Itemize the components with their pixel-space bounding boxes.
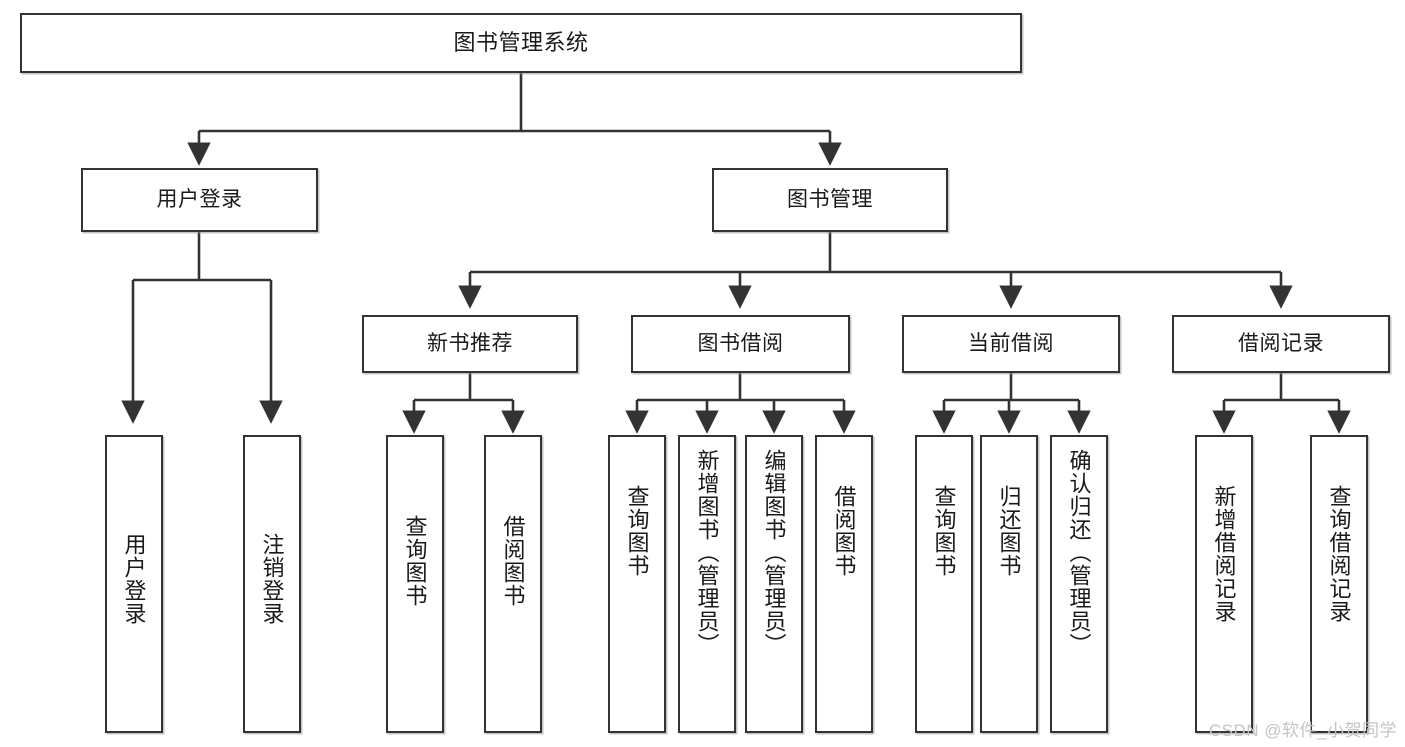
- node-label: 当前借阅: [968, 332, 1054, 356]
- node-label: 借阅记录: [1238, 332, 1324, 356]
- node-label: 用户登录: [156, 188, 243, 212]
- node-label: 注销登录: [259, 533, 285, 625]
- csdn-watermark: CSDN @软件_小贺同学: [1208, 721, 1397, 740]
- node-new-book-recommend[interactable]: 新书推荐: [362, 315, 578, 373]
- node-label: 借阅图书: [500, 515, 526, 607]
- node-label: 图书管理: [787, 188, 873, 212]
- node-label: 确认归还（管理员）: [1066, 449, 1092, 656]
- leaf-query-borrow-record[interactable]: 查询借阅记录: [1310, 435, 1368, 733]
- leaf-confirm-return-admin[interactable]: 确认归还（管理员）: [1050, 435, 1108, 733]
- node-label: 查询图书: [402, 515, 428, 607]
- node-root-system[interactable]: 图书管理系统: [20, 13, 1022, 73]
- node-book-management[interactable]: 图书管理: [712, 168, 948, 232]
- leaf-borrow-book[interactable]: 借阅图书: [815, 435, 873, 733]
- leaf-return-book[interactable]: 归还图书: [980, 435, 1038, 733]
- node-current-borrow[interactable]: 当前借阅: [902, 315, 1120, 373]
- node-user-login[interactable]: 用户登录: [81, 168, 318, 232]
- node-label: 新书推荐: [427, 332, 513, 356]
- node-label: 编辑图书（管理员）: [761, 449, 787, 656]
- node-label: 新增借阅记录: [1211, 485, 1237, 623]
- leaf-logout-login[interactable]: 注销登录: [243, 435, 301, 733]
- node-book-borrow[interactable]: 图书借阅: [631, 315, 850, 373]
- leaf-add-borrow-record[interactable]: 新增借阅记录: [1195, 435, 1253, 733]
- node-label: 新增图书（管理员）: [694, 449, 720, 656]
- leaf-user-login[interactable]: 用户登录: [105, 435, 163, 733]
- node-label: 查询图书: [624, 485, 650, 577]
- node-label: 图书借阅: [697, 332, 784, 356]
- node-label: 查询图书: [931, 485, 957, 577]
- node-label: 查询借阅记录: [1326, 485, 1352, 623]
- node-label: 归还图书: [996, 485, 1022, 577]
- leaf-edit-book-admin[interactable]: 编辑图书（管理员）: [745, 435, 803, 733]
- leaf-query-book-borrow[interactable]: 查询图书: [608, 435, 666, 733]
- leaf-borrow-book-newbook[interactable]: 借阅图书: [484, 435, 542, 733]
- leaf-query-book-current[interactable]: 查询图书: [915, 435, 973, 733]
- node-borrow-record[interactable]: 借阅记录: [1172, 315, 1390, 373]
- node-label: 图书管理系统: [453, 29, 589, 55]
- node-label: 用户登录: [121, 533, 147, 625]
- leaf-add-book-admin[interactable]: 新增图书（管理员）: [678, 435, 736, 733]
- leaf-query-book-newbook[interactable]: 查询图书: [386, 435, 444, 733]
- node-label: 借阅图书: [831, 485, 857, 577]
